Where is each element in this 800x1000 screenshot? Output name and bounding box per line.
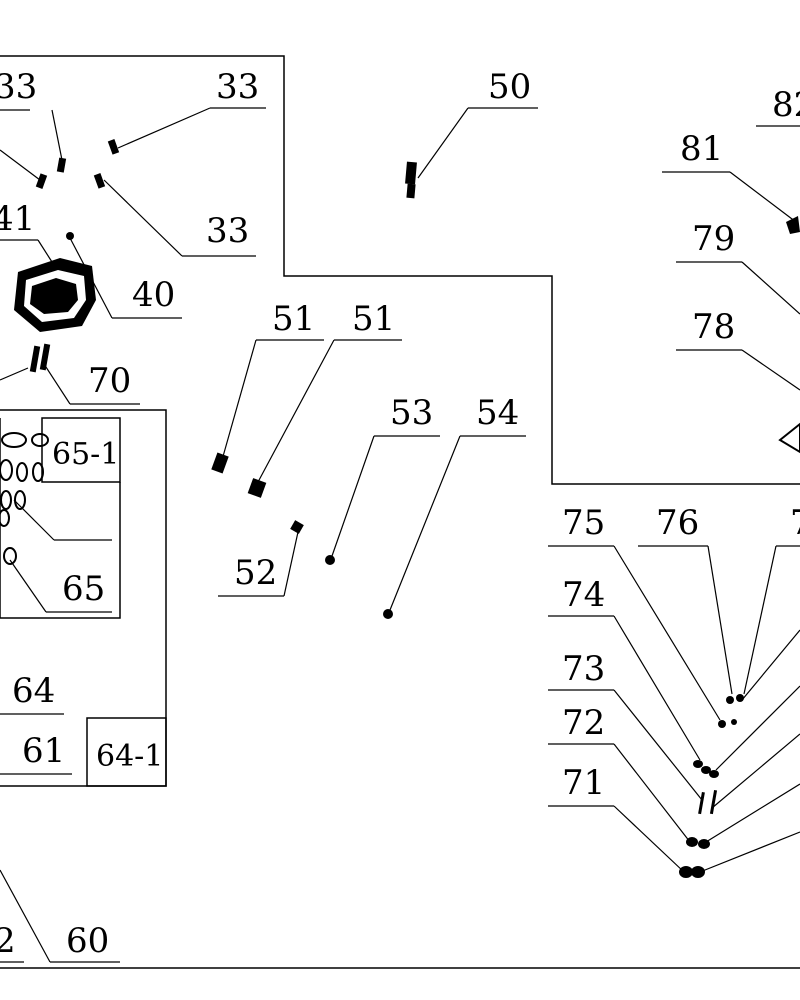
svg-text:33: 33 xyxy=(0,67,37,107)
callout-53: 53 xyxy=(325,393,440,565)
svg-text:7: 7 xyxy=(790,503,800,543)
callout-73: 73 xyxy=(548,649,703,801)
callout-64-1: 64-1 xyxy=(96,739,163,774)
svg-text:79: 79 xyxy=(692,219,735,259)
callout-70: 70 xyxy=(0,343,140,405)
callout-65-1: 65-1 xyxy=(52,437,119,472)
svg-text:61: 61 xyxy=(22,731,65,771)
callout-72: 72 xyxy=(548,703,691,843)
callout-33-left: 33 xyxy=(0,67,63,181)
diagram-frame xyxy=(0,55,800,969)
callout-60: 60 xyxy=(0,869,120,963)
callout-64: 64 xyxy=(0,671,64,715)
callout-77: 7 xyxy=(743,503,800,695)
callout-33-right: 33 xyxy=(117,67,266,149)
callout-78: 78 xyxy=(676,307,800,454)
spark-plug-part xyxy=(405,161,417,199)
callout-76: 76 xyxy=(638,503,733,695)
bolt-33-parts xyxy=(35,139,120,189)
svg-text:52: 52 xyxy=(234,553,277,593)
cylinder-block-part xyxy=(14,258,96,332)
piston-rings-65 xyxy=(0,432,49,565)
callout-41: 41 xyxy=(0,199,53,263)
svg-text:53: 53 xyxy=(390,393,433,433)
svg-text:51: 51 xyxy=(272,299,315,339)
callout-50: 50 xyxy=(417,67,538,179)
callout-81: 81 xyxy=(662,129,800,234)
svg-text:81: 81 xyxy=(680,129,723,169)
svg-text:65-1: 65-1 xyxy=(52,437,119,472)
svg-text:33: 33 xyxy=(216,67,259,107)
svg-text:50: 50 xyxy=(488,67,531,107)
right-edge-leaders xyxy=(699,629,800,873)
callout-82: 82 xyxy=(756,85,800,127)
svg-text:54: 54 xyxy=(476,393,519,433)
callout-33-lower: 33 xyxy=(103,179,256,257)
svg-text:40: 40 xyxy=(132,275,175,315)
callout-51-left: 51 xyxy=(211,299,324,474)
callout-40: 40 xyxy=(66,232,182,319)
svg-text:72: 72 xyxy=(562,703,605,743)
svg-text:74: 74 xyxy=(562,575,605,615)
callout-62: 2 xyxy=(0,921,24,963)
svg-text:33: 33 xyxy=(206,211,249,251)
svg-text:65: 65 xyxy=(62,569,105,609)
callout-71: 71 xyxy=(548,763,685,873)
svg-text:64: 64 xyxy=(12,671,55,711)
callout-74: 74 xyxy=(548,575,701,761)
svg-text:71: 71 xyxy=(562,763,605,803)
svg-text:64-1: 64-1 xyxy=(96,739,163,774)
callout-54: 54 xyxy=(383,393,526,619)
svg-text:75: 75 xyxy=(562,503,605,543)
callout-79: 79 xyxy=(676,219,800,315)
callout-52: 52 xyxy=(218,520,304,597)
svg-text:82: 82 xyxy=(772,85,800,125)
svg-text:76: 76 xyxy=(656,503,699,543)
callout-61: 61 xyxy=(0,731,72,775)
svg-text:60: 60 xyxy=(66,921,109,961)
callout-65: 65 xyxy=(9,499,112,613)
callout-51-right: 51 xyxy=(247,299,402,498)
svg-text:78: 78 xyxy=(692,307,735,347)
svg-text:2: 2 xyxy=(0,921,16,961)
svg-text:41: 41 xyxy=(0,199,35,239)
svg-text:70: 70 xyxy=(88,361,131,401)
hardware-cluster-parts xyxy=(679,694,744,878)
svg-text:73: 73 xyxy=(562,649,605,689)
svg-text:51: 51 xyxy=(352,299,395,339)
callout-75: 75 xyxy=(548,503,721,721)
